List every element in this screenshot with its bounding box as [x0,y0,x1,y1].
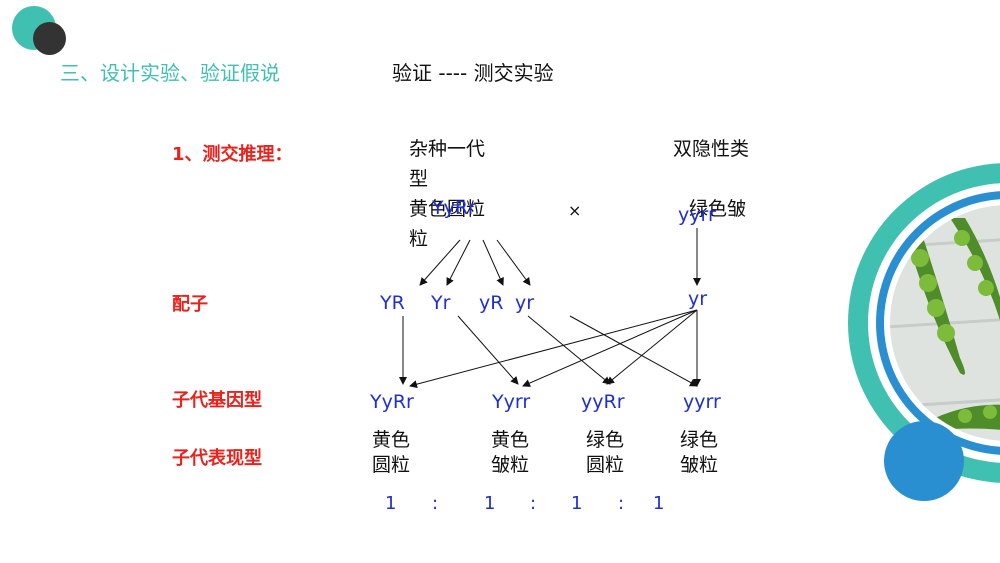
arrow-parent-yr [496,239,531,286]
parent-left-line2: 型 [409,168,429,190]
arrow-yR-yyRr [527,315,611,385]
parent-right-genotype: yyrr [678,204,716,226]
parent-left-genotype: YyRr [432,197,476,219]
arrow-ryr-yyRr [606,309,698,385]
arrow-parent-yR [482,239,504,286]
gamete-YR: YR [380,292,405,314]
arrow-parent-YR [419,239,461,286]
offspring-phenotype-label: 子代表现型 [172,448,262,469]
parent-right-line3: 绿色皱 [689,198,747,220]
offspring-pheno-2b: 皱粒 [491,454,530,476]
parent-left-line1: 杂种一代 [409,138,486,160]
offspring-genotype-3: yyRr [581,391,625,413]
ratio-3: 1 [571,493,583,514]
offspring-pheno-3b: 圆粒 [586,454,625,476]
parent-left-line4: 粒 [409,228,429,250]
decor-circle-dark-icon [33,22,66,55]
ratio-1: 1 [385,493,397,514]
offspring-pheno-1a: 黄色 [372,429,411,451]
offspring-pheno-4b: 皱粒 [680,454,719,476]
gamete-Yr: Yr [431,292,451,314]
page-subtitle: 验证 ---- 测交实验 [392,61,554,85]
ratio-2: 1 [484,493,496,514]
arrow-ryr-Yyrr [522,309,698,387]
decor-circle-blue-icon [884,421,964,501]
arrow-Yr-Yyrr [457,315,519,385]
offspring-pheno-2a: 黄色 [491,429,530,451]
offspring-genotype-4: yyrr [683,391,721,413]
ratio-sep-3: : [618,493,625,514]
gamete-yr: yr [515,292,535,314]
arrow-ryr-YyRr [409,309,698,389]
offspring-genotype-2: Yyrr [492,391,531,413]
arrow-parent-Yr [446,239,471,286]
test-cross-label: 1、测交推理： [172,144,293,165]
parent-left-line3: 黄色圆粒 [409,198,486,220]
offspring-genotype-1: YyRr [370,391,414,413]
offspring-pheno-4a: 绿色 [680,429,719,451]
gamete-right-yr: yr [688,288,708,310]
offspring-pheno-3a: 绿色 [586,429,625,451]
ratio-sep-1: : [432,493,439,514]
gametes-label: 配子 [172,294,208,315]
arrow-yr-yyrr [569,315,698,387]
offspring-genotype-label: 子代基因型 [172,390,262,411]
gamete-yR: yR [479,292,504,314]
section-title: 三、设计实验、验证假说 [60,61,280,85]
offspring-pheno-1b: 圆粒 [372,454,411,476]
pea-pod-image [848,163,1000,483]
cross-symbol: × [568,201,582,220]
ratio-4: 1 [653,493,665,514]
ratio-sep-2: : [530,493,537,514]
parent-right-line1: 双隐性类 [673,138,750,160]
